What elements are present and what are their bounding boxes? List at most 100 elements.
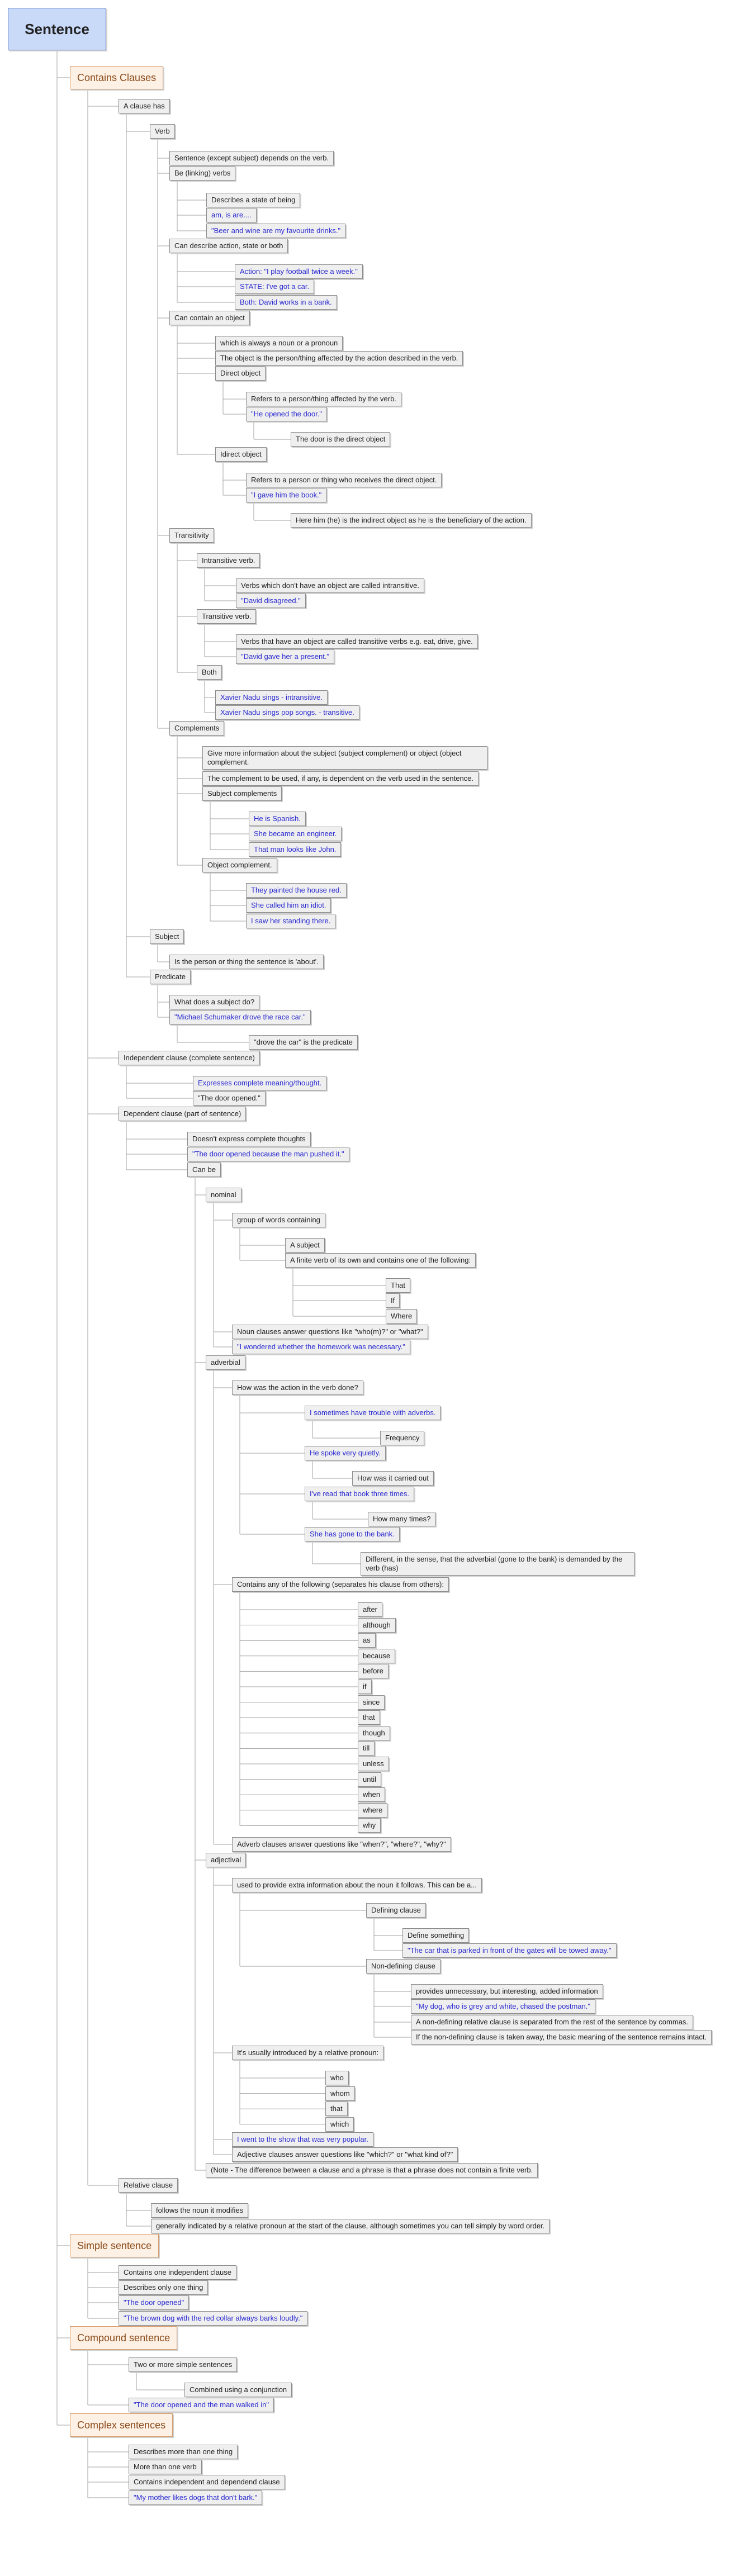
node-6[interactable]: since bbox=[358, 1695, 385, 1710]
node-predicate[interactable]: Predicate bbox=[150, 970, 191, 984]
node-both[interactable]: Both bbox=[197, 665, 222, 680]
node-predicate-explain[interactable]: "drove the car" is the predicate bbox=[249, 1035, 358, 1050]
node-finite-verb[interactable]: A finite verb of its own and contains on… bbox=[285, 1253, 476, 1268]
node-direct-explain[interactable]: The door is the direct object bbox=[291, 432, 391, 447]
node-direct-example[interactable]: "He opened the door." bbox=[246, 407, 328, 421]
node-define-something[interactable]: Define something bbox=[402, 1928, 470, 1943]
node-comp-dependent[interactable]: The complement to be used, if any, is de… bbox=[202, 771, 479, 786]
node-can-contain-object[interactable]: Can contain an object bbox=[169, 311, 250, 325]
node-noun-example[interactable]: "I wondered whether the homework was nec… bbox=[232, 1340, 410, 1354]
node-subj-comp-ex2[interactable]: She became an engineer. bbox=[249, 827, 342, 841]
node-more-than-one-thing[interactable]: Describes more than one thing bbox=[129, 2445, 238, 2459]
node-13[interactable]: where bbox=[358, 1802, 388, 1818]
node-label[interactable]: Relative clause bbox=[119, 2178, 178, 2193]
topic-contains-clauses[interactable]: Contains Clauses bbox=[70, 66, 164, 89]
node-adjectival[interactable]: adjectival bbox=[206, 1853, 247, 1867]
node-8[interactable]: though bbox=[358, 1725, 390, 1740]
node-complements[interactable]: Complements bbox=[169, 721, 225, 736]
node-frequency[interactable]: Frequency bbox=[380, 1431, 425, 1445]
node-nondef-example[interactable]: "My dog, who is grey and white, chased t… bbox=[411, 1999, 596, 2014]
node-one-independent[interactable]: Contains one independent clause bbox=[119, 2265, 236, 2280]
node-adj-answer[interactable]: Adjective clauses answer questions like … bbox=[232, 2147, 458, 2162]
node-label[interactable]: Dependent clause (part of sentence) bbox=[119, 1107, 247, 1121]
node-non-defining[interactable]: Non-defining clause bbox=[366, 1959, 440, 1973]
node-be-example[interactable]: "Beer and wine are my favourite drinks." bbox=[206, 224, 346, 238]
node-defining-example[interactable]: "The car that is parked in front of the … bbox=[402, 1943, 617, 1958]
node-3[interactable]: which bbox=[325, 2117, 354, 2132]
node-both-ex1[interactable]: Xavier Nadu sings - intransitive. bbox=[215, 690, 328, 705]
node-how-carried[interactable]: How was it carried out bbox=[352, 1471, 434, 1486]
node-a-subject[interactable]: A subject bbox=[285, 1238, 325, 1253]
node-transitive[interactable]: Transitive verb. bbox=[197, 609, 257, 624]
node-both-ex2[interactable]: Xavier Nadu sings pop songs. - transitiv… bbox=[215, 705, 359, 720]
node-example[interactable]: "My mother likes dogs that don't bark." bbox=[129, 2490, 263, 2505]
node-predicate-example[interactable]: "Michael Schumaker drove the race car." bbox=[169, 1010, 311, 1024]
node-3[interactable]: because bbox=[358, 1648, 396, 1663]
node-provides-unnecessary[interactable]: provides unnecessary, but interesting, a… bbox=[411, 1984, 603, 1999]
node-intransitive[interactable]: Intransitive verb. bbox=[197, 553, 260, 568]
node-introduced-by[interactable]: It's usually introduced by a relative pr… bbox=[232, 2046, 384, 2060]
node-ex2[interactable]: "The brown dog with the red collar alway… bbox=[119, 2311, 308, 2326]
topic-simple-sentence[interactable]: Simple sentence bbox=[70, 2234, 159, 2257]
node-12[interactable]: when bbox=[358, 1787, 386, 1802]
node-indirect-object[interactable]: Idirect object bbox=[215, 447, 267, 462]
node-indicated[interactable]: generally indicated by a relative pronou… bbox=[151, 2219, 550, 2233]
node-intransitive-desc[interactable]: Verbs which don't have an object are cal… bbox=[236, 578, 425, 593]
node-be-state[interactable]: Describes a state of being bbox=[206, 193, 301, 207]
node-example[interactable]: "The door opened." bbox=[193, 1091, 266, 1106]
node-how-action[interactable]: How was the action in the verb done? bbox=[232, 1380, 363, 1395]
node-can-be[interactable]: Can be bbox=[187, 1163, 221, 1177]
node-5[interactable]: if bbox=[358, 1680, 372, 1694]
node-transitive-desc[interactable]: Verbs that have an object are called tra… bbox=[236, 634, 478, 649]
node-obj-comp-ex2[interactable]: She called him an idiot. bbox=[246, 898, 331, 913]
node-example[interactable]: "The door opened because the man pushed … bbox=[187, 1147, 349, 1161]
node-verb-depends[interactable]: Sentence (except subject) depends on the… bbox=[169, 151, 334, 165]
node-describe-state[interactable]: STATE: I've got a car. bbox=[235, 279, 315, 294]
node-taken-away[interactable]: If the non-defining clause is taken away… bbox=[411, 2030, 712, 2044]
node-adj-example[interactable]: I went to the show that was very popular… bbox=[232, 2132, 373, 2147]
node-two-or-more[interactable]: Two or more simple sentences bbox=[129, 2357, 238, 2372]
node-a-clause-has[interactable]: A clause has bbox=[119, 99, 170, 113]
topic-complex-sentences[interactable]: Complex sentences bbox=[70, 2413, 173, 2437]
node-2[interactable]: that bbox=[325, 2101, 348, 2117]
node-indirect-refers[interactable]: Refers to a person or thing who receives… bbox=[246, 473, 442, 487]
node-be-verbs[interactable]: Be (linking) verbs bbox=[169, 166, 236, 181]
node-transitive-example[interactable]: "David gave her a present." bbox=[236, 649, 335, 664]
node-7[interactable]: that bbox=[358, 1710, 380, 1725]
node-noun-answer[interactable]: Noun clauses answer questions like "who(… bbox=[232, 1325, 428, 1339]
node-direct-refers[interactable]: Refers to a person/thing affected by the… bbox=[246, 392, 401, 406]
node-note[interactable]: (Note - The difference between a clause … bbox=[206, 2163, 538, 2177]
node-describe-both[interactable]: Both: David works in a bank. bbox=[235, 295, 337, 310]
node-10[interactable]: unless bbox=[358, 1757, 389, 1771]
node-4[interactable]: before bbox=[358, 1664, 389, 1679]
node-not-complete[interactable]: Doesn't express complete thoughts bbox=[187, 1132, 311, 1146]
root-node[interactable]: Sentence bbox=[8, 8, 106, 50]
node-contains-both[interactable]: Contains independent and dependend claus… bbox=[129, 2475, 285, 2489]
node-follows[interactable]: follows the noun it modifies bbox=[151, 2203, 249, 2218]
node-adv-ex3[interactable]: I've read that book three times. bbox=[305, 1487, 415, 1501]
node-ex1[interactable]: "The door opened" bbox=[119, 2295, 190, 2310]
node-adverb-answer[interactable]: Adverb clauses answer questions like "wh… bbox=[232, 1837, 451, 1852]
node-where[interactable]: Where bbox=[386, 1309, 418, 1323]
node-subject-desc[interactable]: Is the person or thing the sentence is '… bbox=[169, 955, 324, 969]
node-subj-comp-ex3[interactable]: That man looks like John. bbox=[249, 842, 342, 857]
node-2[interactable]: as bbox=[358, 1633, 376, 1648]
node-intransitive-example[interactable]: "David disagreed." bbox=[236, 594, 306, 608]
node-more-than-one-verb[interactable]: More than one verb bbox=[129, 2460, 202, 2474]
node-object-noun[interactable]: which is always a noun or a pronoun bbox=[215, 336, 343, 350]
node-1[interactable]: although bbox=[358, 1617, 396, 1633]
node-object-complement[interactable]: Object complement. bbox=[202, 858, 277, 872]
node-that[interactable]: That bbox=[386, 1278, 411, 1293]
node-comp-more-info[interactable]: Give more information about the subject … bbox=[202, 746, 487, 770]
node-indirect-explain[interactable]: Here him (he) is the indirect object as … bbox=[291, 513, 532, 528]
node-adv-ex2[interactable]: He spoke very quietly. bbox=[305, 1446, 386, 1460]
node-direct-object[interactable]: Direct object bbox=[215, 366, 266, 381]
node-example[interactable]: "The door opened and the man walked in" bbox=[129, 2398, 274, 2412]
node-adv-ex4[interactable]: She has gone to the bank. bbox=[305, 1527, 400, 1541]
node-defining[interactable]: Defining clause bbox=[366, 1903, 426, 1918]
node-one-thing[interactable]: Describes only one thing bbox=[119, 2280, 209, 2295]
node-used-to-provide[interactable]: used to provide extra information about … bbox=[232, 1878, 482, 1892]
node-different[interactable]: Different, in the sense, that the adverb… bbox=[361, 1552, 634, 1576]
node-contains-any[interactable]: Contains any of the following (separates… bbox=[232, 1577, 449, 1592]
node-can-describe[interactable]: Can describe action, state or both bbox=[169, 239, 288, 253]
